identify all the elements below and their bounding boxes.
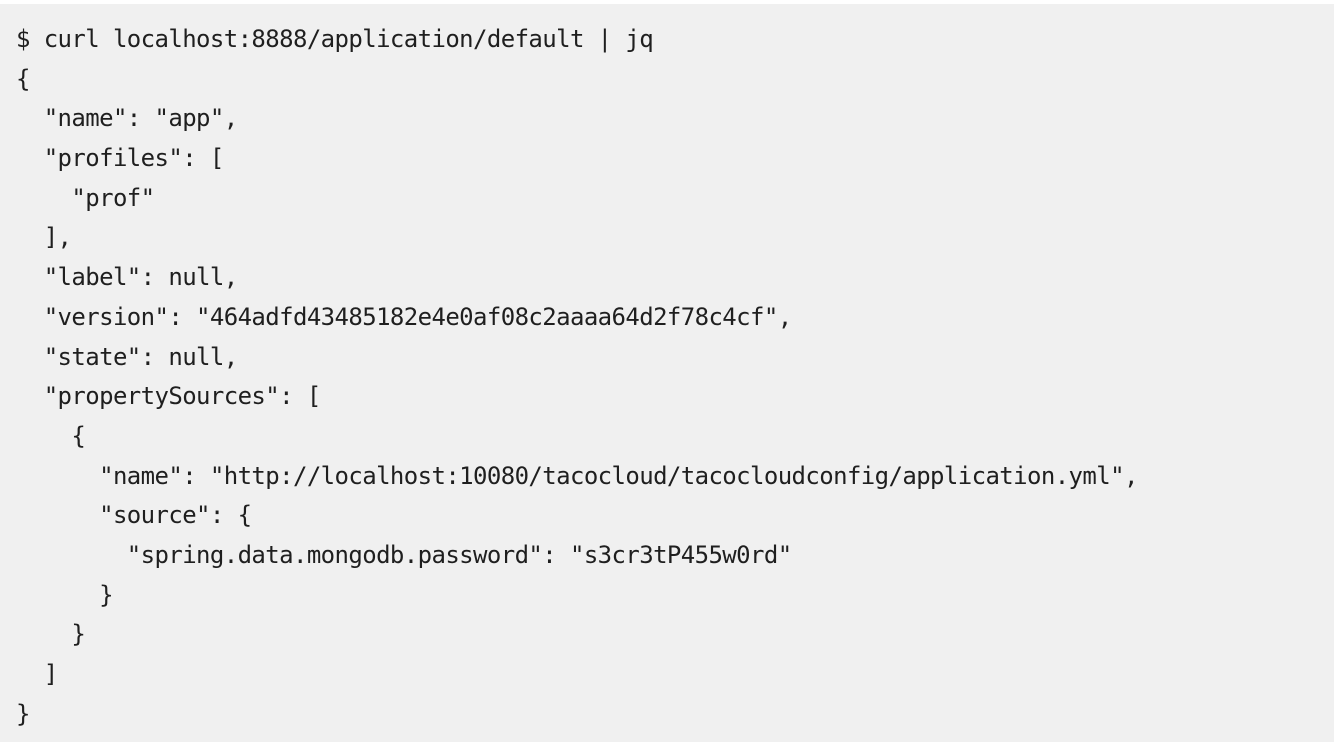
json-line: } (16, 699, 30, 728)
json-line: "prof" (16, 183, 155, 212)
json-line: { (16, 64, 30, 93)
terminal-output: $ curl localhost:8888/application/defaul… (0, 4, 1334, 742)
json-line: ] (16, 660, 58, 688)
json-line: ], (16, 223, 72, 252)
json-line: } (16, 580, 113, 609)
json-line: "state": null, (16, 342, 239, 371)
json-line: "profiles": [ (16, 144, 225, 173)
json-line: "name": "app", (16, 104, 239, 133)
json-line: "version": "464adfd43485182e4e0af08c2aaa… (16, 302, 792, 331)
json-line: { (16, 421, 86, 450)
command-line: $ curl localhost:8888/application/defaul… (16, 25, 654, 53)
json-line: "label": null, (16, 263, 239, 292)
json-line: } (16, 620, 86, 649)
json-line: "spring.data.mongodb.password": "s3cr3tP… (16, 540, 792, 569)
json-line: "propertySources": [ (16, 382, 322, 411)
json-line: "source": { (16, 501, 252, 530)
json-line: "name": "http://localhost:10080/tacoclou… (16, 461, 1138, 490)
